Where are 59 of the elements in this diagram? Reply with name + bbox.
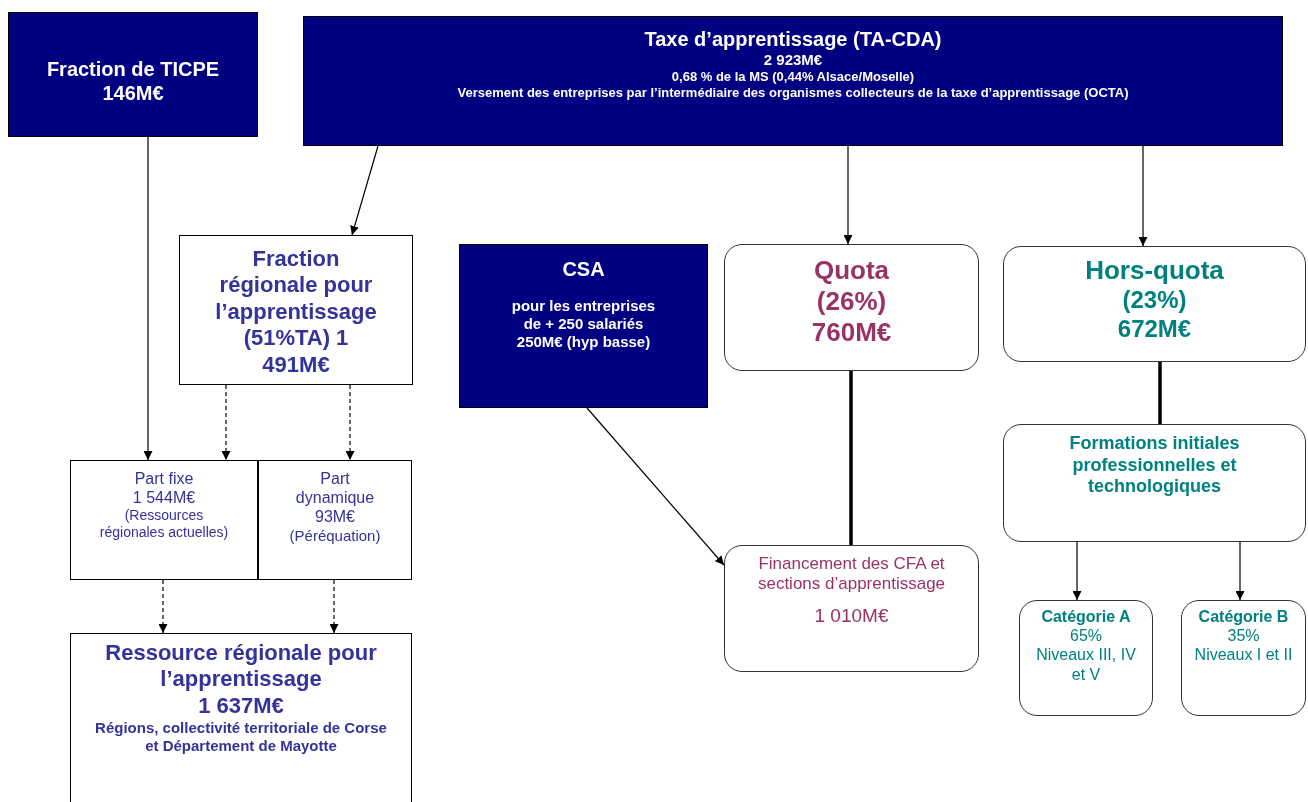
arrow (329, 579, 339, 634)
node-text: 672M€ (1117, 315, 1192, 344)
node-text: 35% (1227, 626, 1260, 646)
node-title: Fraction régionale pour l’apprentissage (51%TA) 1 491M€ (214, 246, 378, 378)
node-title: Taxe d’apprentissage (TA-CDA) (644, 27, 942, 51)
arrow (221, 384, 231, 461)
node-text: (Ressources régionales actuelles) (98, 507, 230, 541)
node-text: 93M€ (315, 507, 355, 527)
rounded-box (1181, 600, 1306, 716)
node-title: Part dynamique (295, 469, 375, 508)
node-text: 760M€ (811, 317, 892, 349)
arrow (143, 136, 153, 461)
arrow (350, 145, 379, 236)
node-title: Financement des CFA et sections d’apprentissage (756, 554, 947, 595)
node-text: 65% (1070, 626, 1102, 646)
node-text: pour les entreprises de + 250 salariés 250M€ (hyp basse) (510, 297, 657, 351)
arrow (1138, 145, 1148, 247)
node-text: 1 544M€ (132, 488, 196, 508)
process-box (258, 460, 412, 580)
rounded-box (724, 244, 979, 371)
node-text: Versement des entreprises par l’intermédiaire des organismes collecteurs de la taxe d’apprentissage (OCTA) (457, 84, 1129, 101)
filled-box (8, 12, 258, 137)
node-text: 1 010M€ (814, 604, 889, 628)
arrow (843, 145, 853, 245)
node-text: (26%) (816, 286, 887, 318)
node-text: Niveaux I et II (1194, 645, 1293, 665)
node-text: (Péréquation) (289, 526, 381, 545)
node-text: 0,68 % de la MS (0,44% Alsace/Moselle) (671, 69, 915, 85)
node-title: Catégorie A (1041, 607, 1131, 627)
arrow (1235, 541, 1245, 601)
node-text: 2 923M€ (763, 51, 823, 69)
arrow (345, 384, 355, 461)
node-text: Régions, collectivité territoriale de Corse et Département de Mayotte (94, 719, 388, 756)
node-title: Hors-quota (1085, 255, 1224, 287)
node-title: Ressource régionale pour l’apprentissage (104, 640, 378, 693)
node-title: Part fixe (134, 469, 194, 489)
process-box (70, 633, 412, 802)
rounded-box (1019, 600, 1153, 716)
rounded-box (724, 545, 979, 672)
process-box (179, 235, 413, 385)
node-title: Quota (813, 255, 890, 287)
node-title: Formations initiales professionnelles et technologiques (1068, 433, 1241, 498)
arrow (1072, 541, 1082, 601)
node-title: Catégorie B (1198, 607, 1289, 627)
node-text: (23%) (1122, 286, 1187, 315)
node-title: CSA (562, 257, 605, 281)
node-text: 146M€ (102, 81, 164, 105)
connector-line (849, 371, 853, 545)
arrow (158, 579, 168, 634)
node-text: Niveaux III, IV et V (1035, 645, 1137, 684)
node-title: Fraction de TICPE (46, 57, 220, 81)
arrow (586, 407, 725, 566)
connector-line (1158, 362, 1162, 424)
rounded-box (1003, 424, 1306, 542)
process-box (70, 460, 258, 580)
rounded-box (1003, 246, 1306, 362)
node-text: 1 637M€ (198, 692, 284, 720)
filled-box (303, 16, 1283, 146)
filled-box (459, 244, 708, 408)
